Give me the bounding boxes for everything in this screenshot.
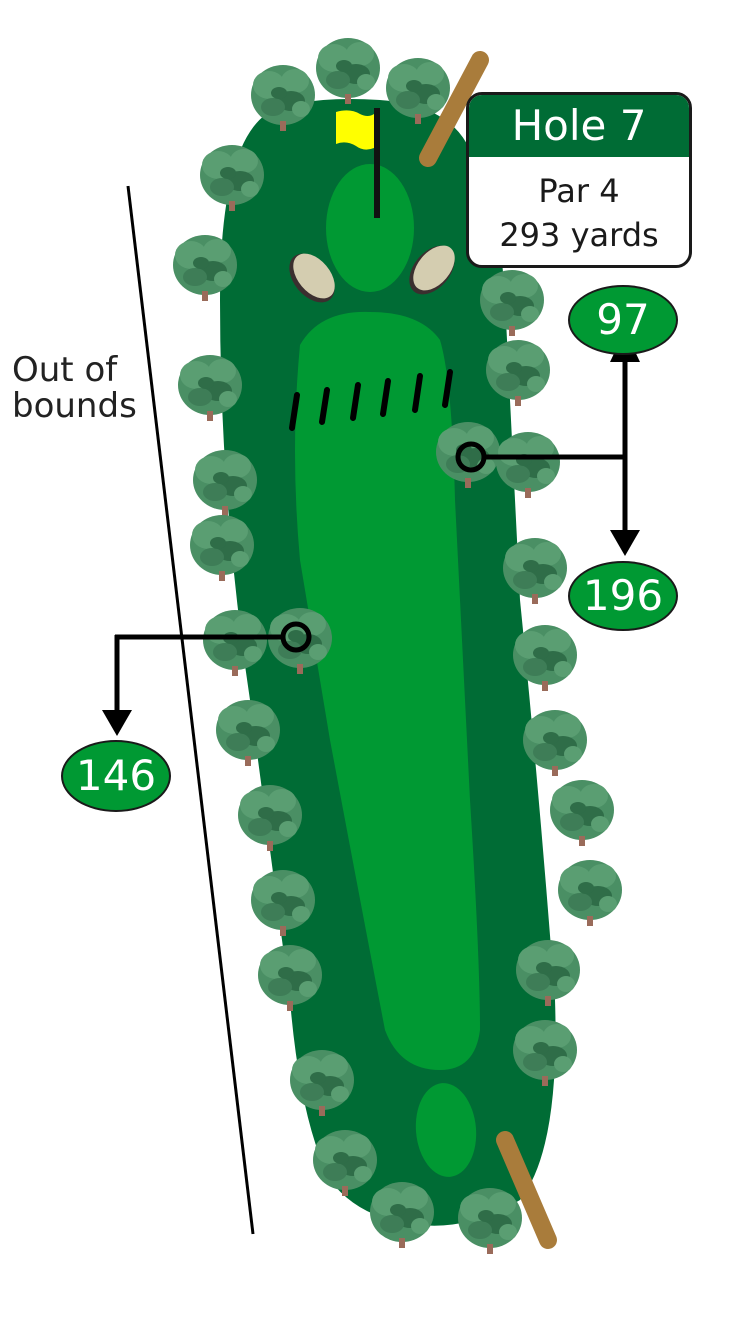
fairway xyxy=(295,311,480,1070)
hole-length: 293 yards xyxy=(499,216,659,254)
tee-box xyxy=(415,1083,477,1177)
hole-par: Par 4 xyxy=(538,172,620,210)
cart-path xyxy=(419,51,489,167)
bunker-icon xyxy=(289,253,335,303)
out-of-bounds-line1: Out of xyxy=(12,350,118,390)
out-of-bounds-line xyxy=(126,185,255,1235)
bunker-icon xyxy=(409,245,455,295)
distance-badge-97: 97 xyxy=(568,285,678,355)
out-of-bounds-label: Out of bounds xyxy=(12,352,137,424)
distance-badge-196: 196 xyxy=(568,561,678,631)
hole-title: Hole 7 xyxy=(469,95,689,159)
distance-badge-146: 146 xyxy=(61,740,171,812)
hole-info-card: Hole 7 Par 4 293 yards xyxy=(466,92,692,268)
distance-marker-icon xyxy=(102,621,312,736)
yardage-hash-marks xyxy=(289,369,453,431)
cart-path xyxy=(496,1131,557,1249)
out-of-bounds-line2: bounds xyxy=(12,386,137,426)
putting-green xyxy=(326,164,414,292)
flag-icon xyxy=(336,108,380,218)
